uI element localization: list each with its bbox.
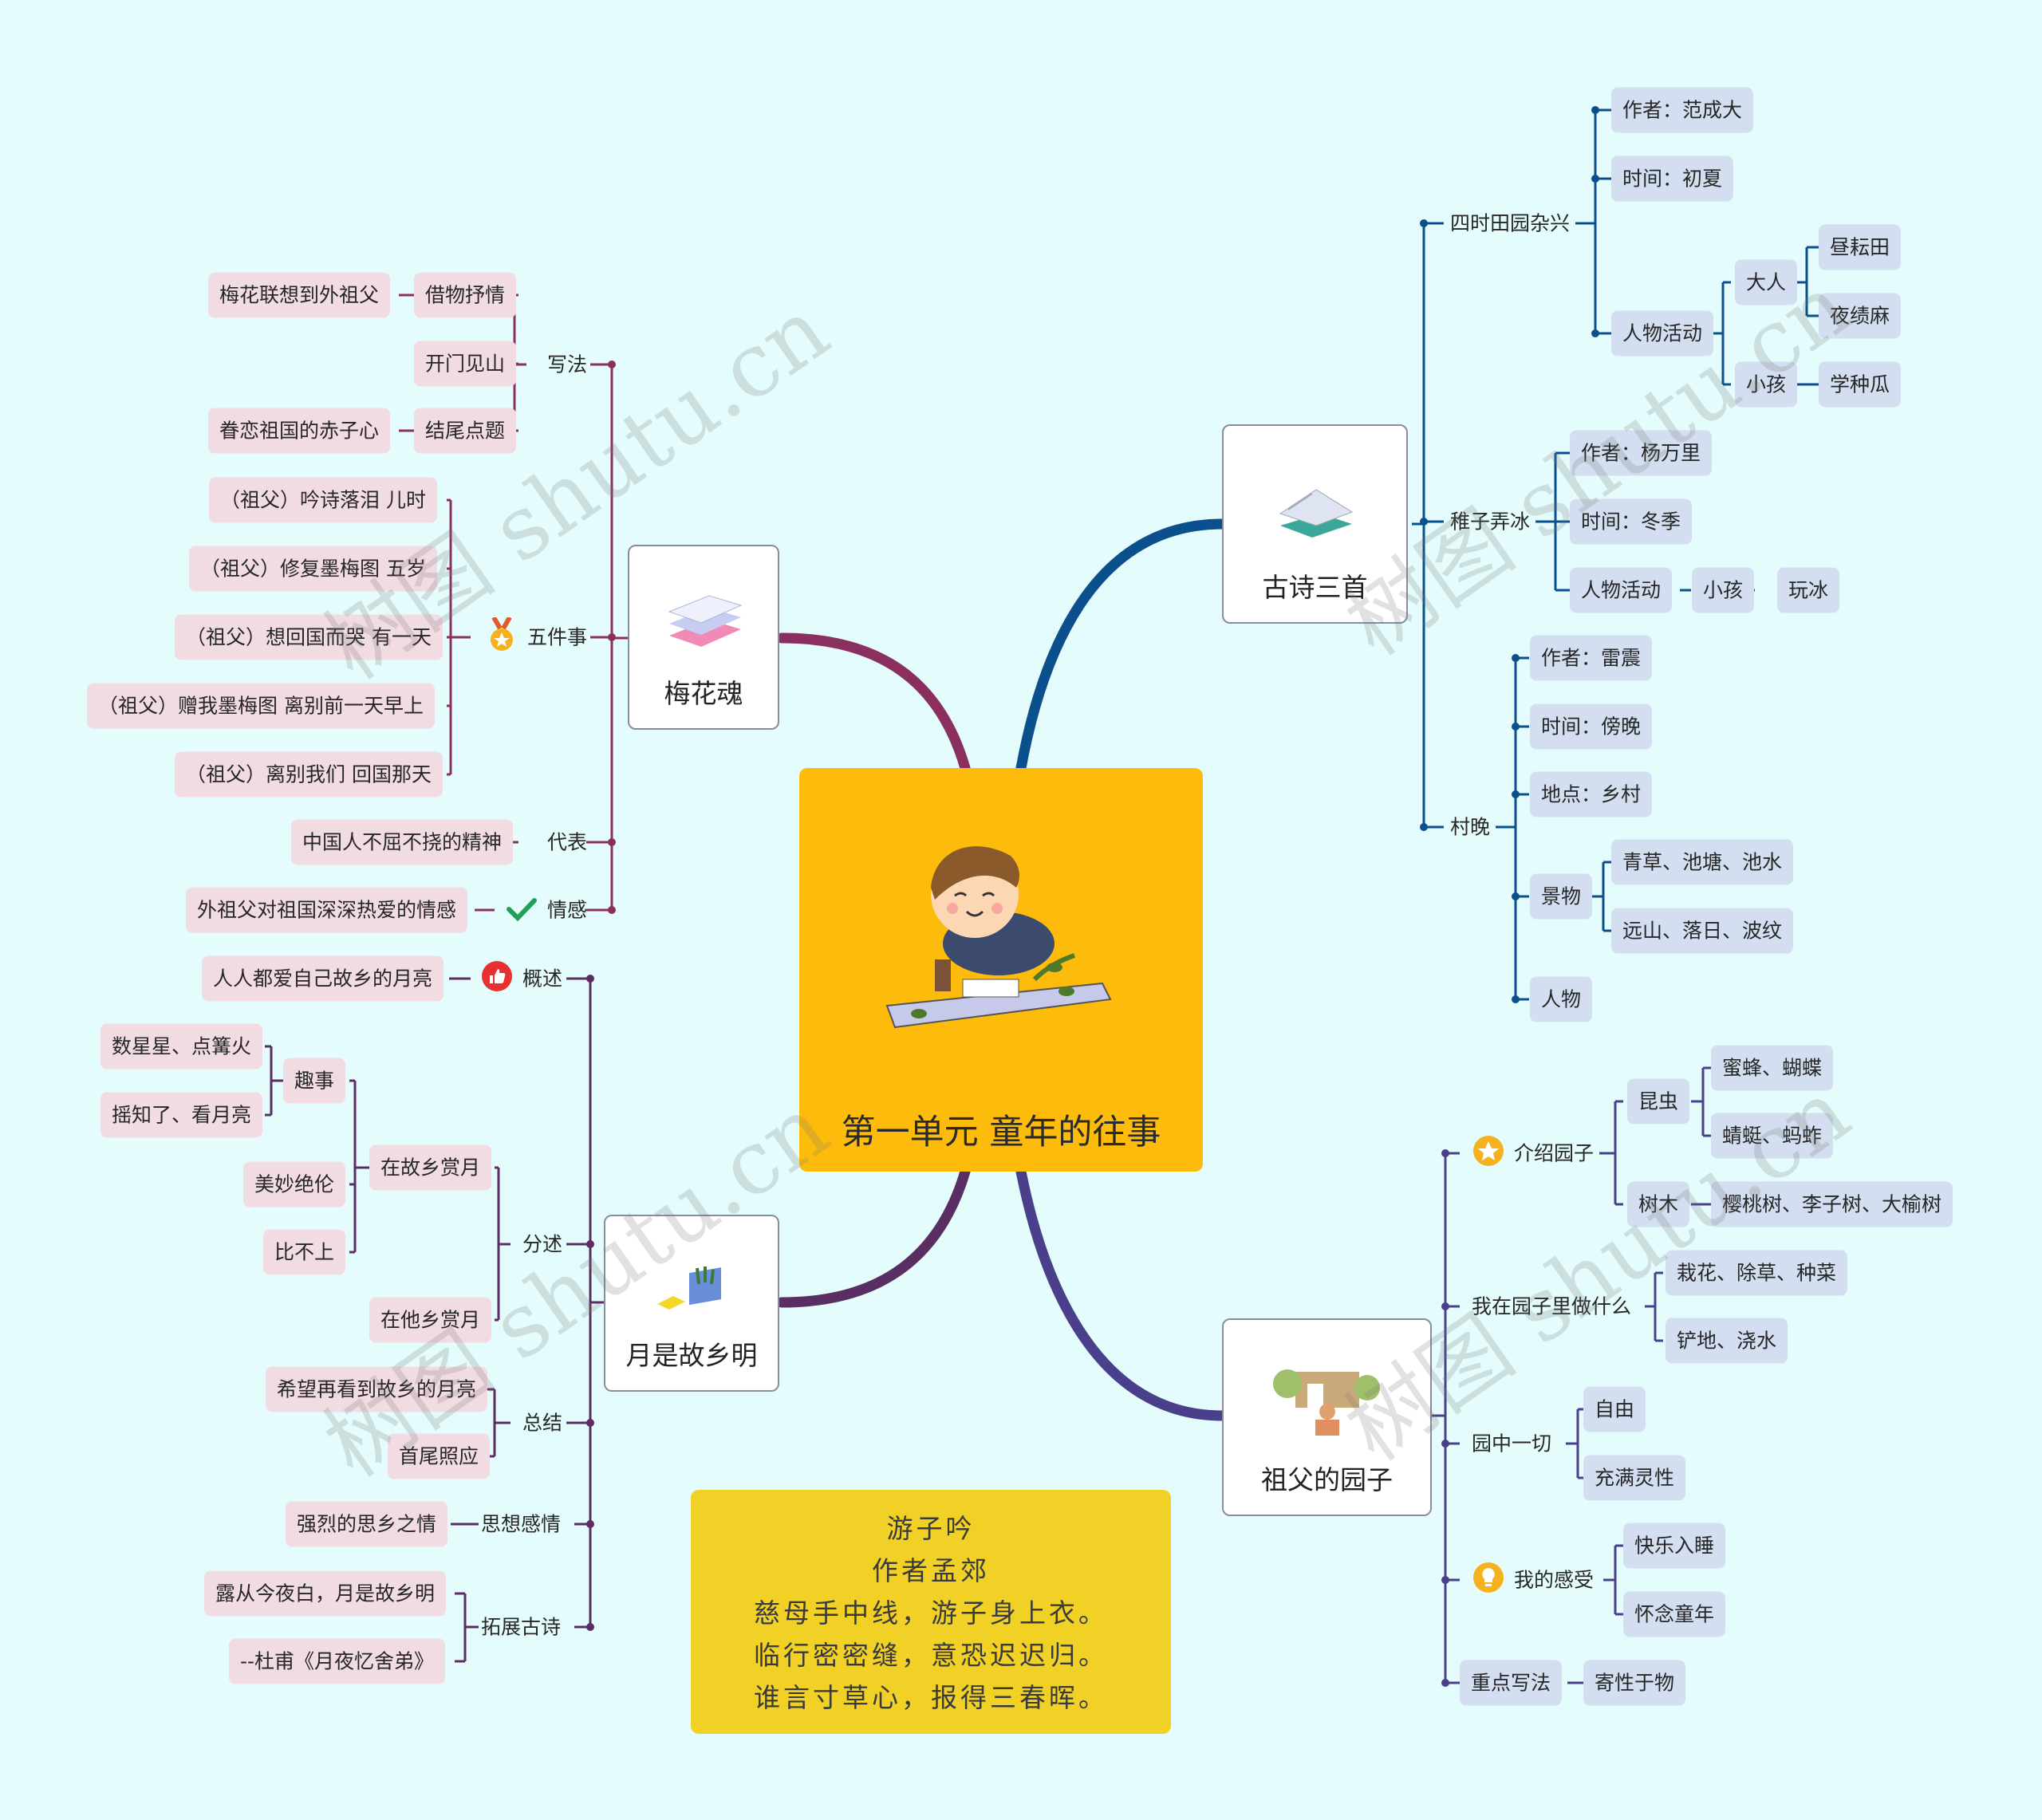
poem-line-3: 谁言寸草心，报得三春晖。: [691, 1676, 1171, 1719]
node-j1[interactable]: 青草、池塘、池水: [1611, 840, 1793, 885]
node-g2[interactable]: 怀念童年: [1623, 1592, 1725, 1637]
node-z-act[interactable]: 人物活动: [1570, 568, 1672, 613]
node-cunwan[interactable]: 村晚: [1450, 817, 1490, 837]
node-jiewu-detail[interactable]: 梅花联想到外祖父: [208, 273, 390, 318]
node-xiefa[interactable]: 写法: [547, 355, 587, 375]
branch-yuanzi: [1021, 1172, 1222, 1416]
topic-yueliang-label: 月是故乡明: [605, 1334, 778, 1373]
node-tuozhan[interactable]: 拓展古诗: [481, 1617, 561, 1637]
node-zongjie[interactable]: 总结: [522, 1413, 562, 1433]
node-y1[interactable]: 自由: [1583, 1387, 1646, 1432]
node-s-author[interactable]: 作者：范成大: [1611, 88, 1753, 133]
node-jingwu[interactable]: 景物: [1530, 874, 1592, 920]
node-gaishu-detail[interactable]: 人人都爱自己故乡的月亮: [202, 956, 443, 1002]
node-sixiang-detail[interactable]: 强烈的思乡之情: [286, 1502, 447, 1547]
node-ganshou[interactable]: 我的感受: [1514, 1570, 1594, 1590]
node-qushi[interactable]: 趣事: [283, 1058, 345, 1104]
star-icon: [1472, 1135, 1504, 1167]
node-t1[interactable]: 露从今夜白，月是故乡明: [204, 1571, 446, 1617]
poem-card[interactable]: 游子吟 作者孟郊 慈母手中线，游子身上衣。 临行密密缝，意恐迟迟归。 谁言寸草心…: [691, 1490, 1171, 1734]
node-sixiang[interactable]: 思想感情: [481, 1515, 561, 1534]
node-q2[interactable]: 摇知了、看月亮: [101, 1093, 262, 1138]
lightbulb-icon: [1472, 1562, 1504, 1593]
poem-line-2: 临行密密缝，意恐迟迟归。: [691, 1634, 1171, 1676]
poem-line-1: 慈母手中线，游子身上衣。: [691, 1592, 1171, 1634]
boy-drawing-icon: [879, 832, 1118, 1039]
node-qinggan-detail[interactable]: 外祖父对祖国深深热爱的情感: [186, 888, 467, 933]
node-d1[interactable]: 昼耘田: [1819, 225, 1901, 270]
node-w1[interactable]: （祖父）吟诗落泪 儿时: [209, 478, 437, 523]
node-y2[interactable]: 充满灵性: [1583, 1456, 1685, 1501]
central-topic-label: 第一单元 童年的往事: [799, 1105, 1203, 1154]
central-topic[interactable]: 第一单元 童年的往事: [799, 768, 1203, 1172]
branch-meihua: [782, 638, 965, 768]
poem-author: 作者孟郊: [691, 1550, 1171, 1592]
checkmark-icon: [506, 896, 538, 922]
thumbs-up-icon: [481, 960, 513, 992]
node-kunchong[interactable]: 昆虫: [1627, 1079, 1689, 1125]
node-jieshao[interactable]: 介绍园子: [1514, 1144, 1594, 1164]
node-bibushang[interactable]: 比不上: [263, 1230, 345, 1275]
node-c-time[interactable]: 时间：傍晚: [1530, 704, 1652, 750]
node-daibiao-detail[interactable]: 中国人不屈不挠的精神: [291, 820, 513, 865]
node-zhongdian-detail[interactable]: 寄性于物: [1583, 1660, 1685, 1706]
node-jiewei-detail[interactable]: 眷恋祖国的赤子心: [208, 408, 390, 454]
node-z-wanbing[interactable]: 玩冰: [1777, 568, 1839, 613]
node-qinggan[interactable]: 情感: [547, 900, 587, 920]
open-book-icon: [1272, 478, 1360, 550]
node-jiewei[interactable]: 结尾点题: [414, 408, 516, 454]
node-g1[interactable]: 快乐入睡: [1623, 1523, 1725, 1569]
node-t2[interactable]: --杜甫《月夜忆舍弟》: [229, 1639, 445, 1684]
node-gaishu[interactable]: 概述: [522, 969, 562, 989]
node-sishi[interactable]: 四时田园杂兴: [1450, 214, 1570, 234]
node-c-author[interactable]: 作者：雷震: [1530, 636, 1652, 681]
node-yiqie[interactable]: 园中一切: [1472, 1434, 1551, 1454]
node-meimiao[interactable]: 美妙绝伦: [243, 1162, 345, 1207]
poem-title: 游子吟: [691, 1507, 1171, 1550]
node-renwu[interactable]: 人物: [1530, 977, 1592, 1022]
node-q1[interactable]: 数星星、点篝火: [101, 1024, 262, 1070]
branch-gushi: [1021, 524, 1222, 768]
node-zhongdian[interactable]: 重点写法: [1460, 1660, 1562, 1706]
node-kaimen[interactable]: 开门见山: [414, 341, 516, 387]
node-guxiang[interactable]: 在故乡赏月: [369, 1145, 491, 1191]
node-zuo2[interactable]: 铲地、浇水: [1666, 1318, 1788, 1364]
node-w5[interactable]: （祖父）离别我们 回国那天: [175, 752, 443, 798]
node-wujianshi[interactable]: 五件事: [527, 628, 587, 648]
node-c-place[interactable]: 地点：乡村: [1530, 772, 1652, 817]
medal-icon: [486, 617, 518, 652]
topic-meihua-label: 梅花魂: [629, 672, 778, 711]
topic-meihua[interactable]: 梅花魂: [628, 545, 779, 730]
node-daibiao[interactable]: 代表: [547, 833, 587, 853]
node-jiewu[interactable]: 借物抒情: [414, 273, 516, 318]
node-z-xiaohai[interactable]: 小孩: [1692, 568, 1754, 613]
stacked-books-icon: [661, 580, 749, 660]
node-s-time[interactable]: 时间：初夏: [1611, 156, 1733, 202]
node-j2[interactable]: 远山、落日、波纹: [1611, 908, 1793, 954]
